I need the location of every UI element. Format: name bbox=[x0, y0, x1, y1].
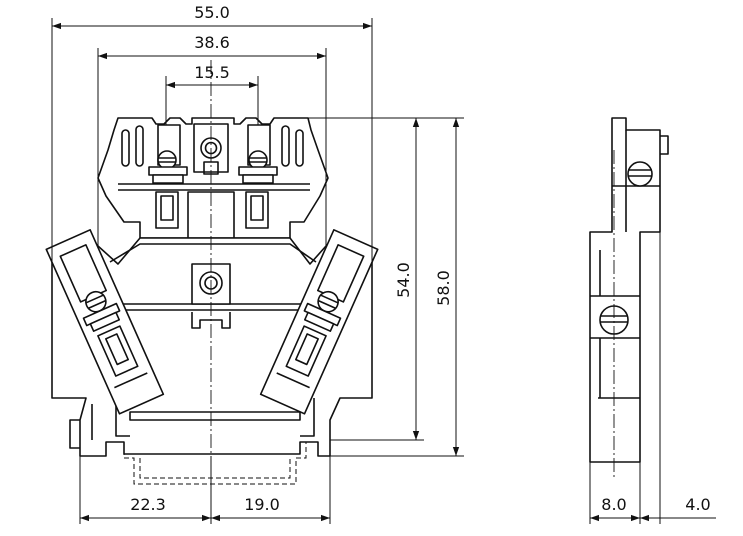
label-inner-width: 38.6 bbox=[194, 33, 230, 52]
side-view bbox=[589, 117, 669, 480]
side-top-screw bbox=[627, 161, 653, 187]
lower-foot-right bbox=[300, 398, 315, 437]
dimension-lines bbox=[51, 18, 716, 524]
din-rail-outline bbox=[123, 442, 307, 485]
label-height-overall: 58.0 bbox=[434, 270, 453, 306]
rail-clip-left bbox=[69, 419, 80, 449]
right-shoulder-slot-2 bbox=[295, 129, 304, 167]
label-height-inner: 54.0 bbox=[394, 262, 413, 298]
dimension-labels: 55.0 38.6 15.5 54.0 58.0 22.3 19.0 8.0 4… bbox=[130, 3, 711, 514]
left-shoulder-slot-2 bbox=[135, 125, 144, 167]
front-view bbox=[45, 60, 379, 490]
label-screw-spacing: 15.5 bbox=[194, 63, 230, 82]
top-left-screw bbox=[148, 124, 188, 229]
lower-foot-left bbox=[91, 398, 130, 440]
upper-crossbar bbox=[118, 183, 310, 191]
right-shoulder-slot bbox=[281, 125, 290, 167]
label-left-offset: 22.3 bbox=[130, 495, 166, 514]
side-body-outline bbox=[589, 117, 661, 463]
label-right-offset: 19.0 bbox=[244, 495, 280, 514]
left-angled-terminal bbox=[45, 229, 165, 415]
side-inner-lines bbox=[590, 130, 660, 399]
left-shoulder-slot bbox=[121, 129, 130, 167]
label-side-offset: 4.0 bbox=[685, 495, 710, 514]
lower-rail-bar bbox=[129, 411, 301, 421]
label-side-depth: 8.0 bbox=[601, 495, 626, 514]
top-right-screw bbox=[238, 124, 278, 229]
right-angled-terminal bbox=[259, 229, 379, 415]
label-overall-width: 55.0 bbox=[194, 3, 230, 22]
side-top-screw-cap bbox=[660, 135, 669, 155]
